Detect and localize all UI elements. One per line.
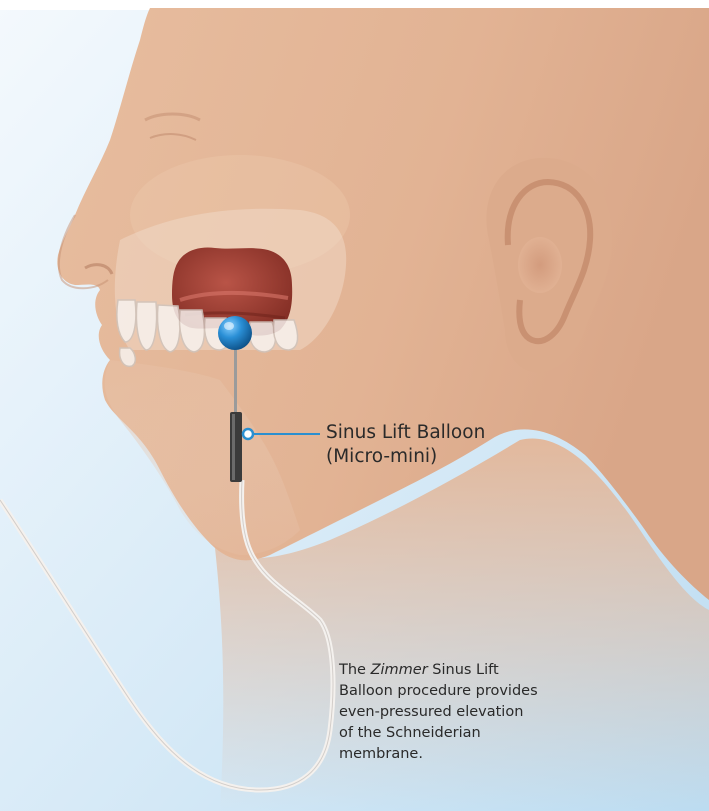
caption-brand: Zimmer: [371, 662, 428, 678]
sinus-balloon: [218, 316, 252, 350]
balloon-sleeve: [230, 412, 242, 482]
caption-line1: The Zimmer Sinus Lift: [339, 660, 639, 681]
procedure-caption: The Zimmer Sinus Lift Balloon procedure …: [339, 660, 639, 765]
caption-line2: Balloon procedure provides: [339, 681, 639, 702]
balloon-label-line1: Sinus Lift Balloon: [326, 421, 485, 445]
caption-line3: even-pressured elevation: [339, 702, 639, 723]
balloon-label-line2: (Micro-mini): [326, 445, 485, 469]
balloon-shaft: [234, 340, 237, 415]
caption-line5: membrane.: [339, 744, 639, 765]
balloon-label: Sinus Lift Balloon (Micro-mini): [326, 421, 485, 469]
caption-line4: of the Schneiderian: [339, 723, 639, 744]
caption-line1-rest: Sinus Lift: [428, 662, 499, 678]
leader-dot: [243, 429, 253, 439]
